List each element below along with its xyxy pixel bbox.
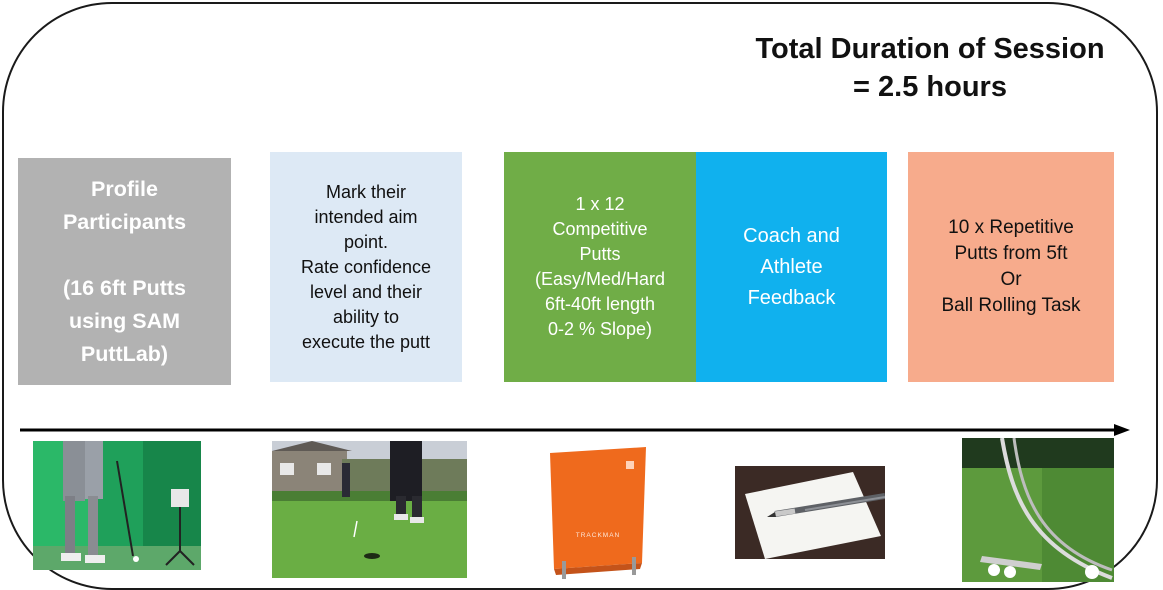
step-profile-participants: Profile Participants (16 6ft Putts using… — [18, 158, 231, 385]
trackman-photo: TRACKMAN — [540, 441, 658, 582]
step-mark-aim-point: Mark their intended aim point. Rate conf… — [270, 152, 462, 382]
putting-green-photo — [272, 441, 467, 578]
timeline-arrow — [20, 424, 1130, 436]
pen-and-paper-photo — [735, 466, 885, 559]
trackman-brand-label: TRACKMAN — [576, 532, 620, 539]
ball-rolling-photo — [962, 438, 1114, 582]
step-repetitive-putts: 10 x Repetitive Putts from 5ft Or Ball R… — [908, 152, 1114, 382]
step-coach-feedback: Coach and Athlete Feedback — [696, 152, 887, 382]
puttlab-photo — [33, 441, 201, 570]
step-competitive-putts: 1 x 12 Competitive Putts (Easy/Med/Hard … — [504, 152, 696, 382]
session-duration-title: Total Duration of Session = 2.5 hours — [755, 33, 1105, 103]
